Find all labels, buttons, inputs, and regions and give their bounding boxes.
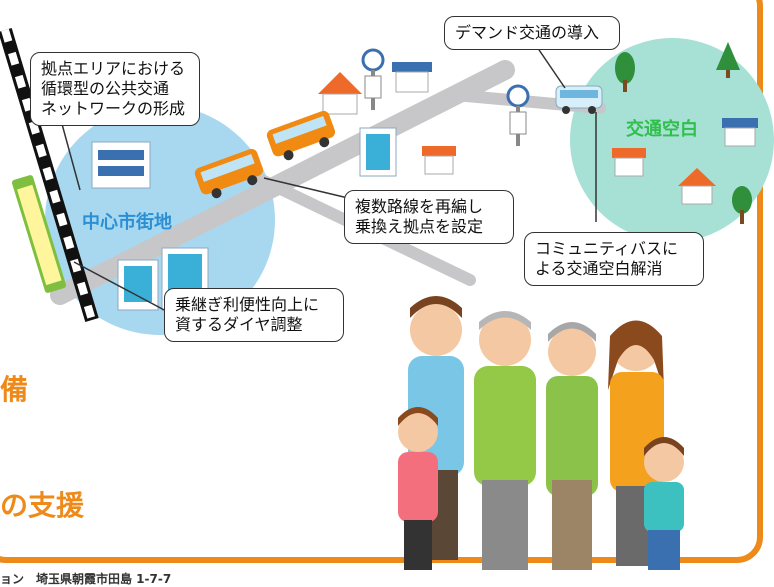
bus-icon [555, 85, 603, 114]
house-icon [422, 146, 456, 175]
tree-icon [732, 186, 752, 224]
buses [194, 85, 603, 199]
tree-icon [716, 42, 740, 78]
building-icon [91, 141, 151, 189]
bus-stops [361, 48, 530, 146]
house-icon [392, 62, 432, 93]
bus-icon [266, 110, 336, 161]
houses [318, 62, 758, 205]
house-icon [678, 168, 716, 205]
village-circle [570, 38, 774, 242]
house-icon [722, 118, 758, 147]
footer-address: ョン 埼玉県朝霞市田島 1-7-7 [0, 572, 172, 586]
heading-fragment-1: 備 [0, 373, 29, 406]
callout-demand-transport: デマンド交通の導入 [444, 16, 620, 50]
callout-hub-network: 拠点エリアにおける 循環型の公共交通 ネットワークの形成 [30, 52, 200, 126]
railway [0, 27, 99, 323]
callout-timetable: 乗継ぎ利便性向上に 資するダイヤ調整 [164, 288, 344, 342]
callout-route-reorganize: 複数路線を再編し 乗換え拠点を設定 [344, 190, 514, 244]
train-icon [11, 175, 67, 293]
building-icon [117, 259, 159, 311]
house-icon [318, 72, 362, 115]
building-icon [359, 127, 397, 177]
heading-fragment-2: の支援 [0, 489, 85, 522]
bus-icon [194, 148, 264, 199]
family-illustration [398, 296, 684, 570]
bus-stop-icon [361, 48, 385, 110]
bus-stop-icon [506, 84, 530, 146]
callout-pointers [61, 43, 597, 313]
callout-community-bus: コミュニティバスに よる交通空白解消 [524, 232, 704, 286]
tree-icon [615, 52, 635, 92]
transport-gap-label: 交通空白 [626, 119, 698, 140]
city-center-label: 中心市街地 [82, 212, 172, 233]
trees [615, 42, 752, 224]
house-icon [612, 148, 646, 177]
